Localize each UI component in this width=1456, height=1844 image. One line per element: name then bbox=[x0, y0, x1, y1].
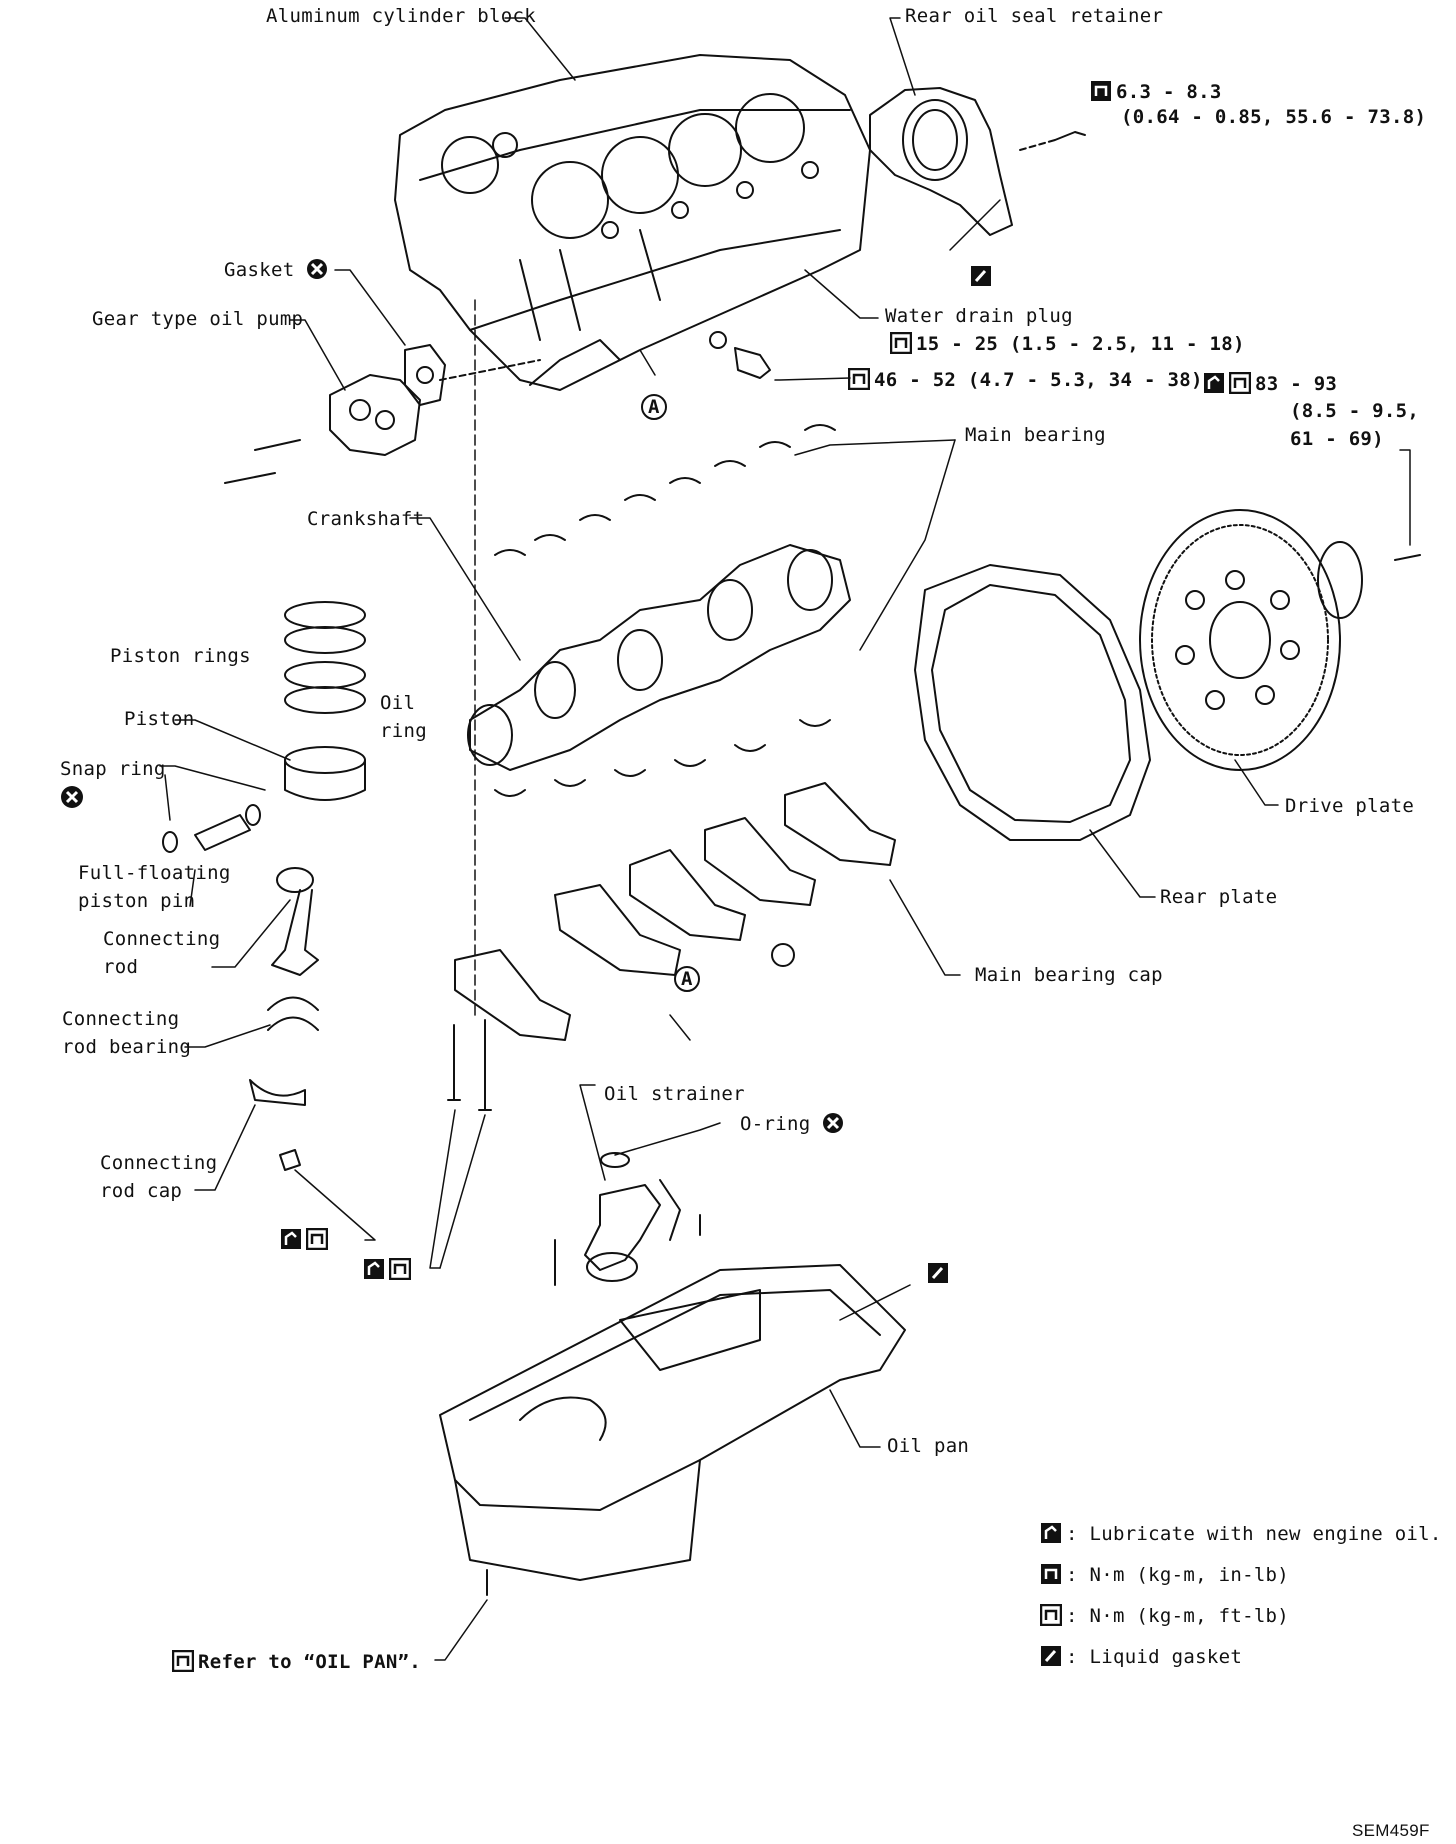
torque-spec-main-cap: 46 - 52 (4.7 - 5.3, 34 - 38) bbox=[847, 367, 1203, 391]
connecting-rod-bolts bbox=[447, 1019, 492, 1111]
torque-spec-drain-plug: 15 - 25 (1.5 - 2.5, 11 - 18) bbox=[889, 331, 1245, 355]
reference-marker-a-cap: A bbox=[673, 965, 701, 998]
main-bearing-lower-row bbox=[494, 719, 831, 797]
label-oil-ring-2: ring bbox=[380, 720, 427, 742]
liquid-gasket-icon bbox=[1040, 1645, 1062, 1667]
torque-ftlb-icon bbox=[889, 331, 913, 355]
rear-plate bbox=[914, 564, 1151, 841]
oil-can-icon bbox=[363, 1258, 385, 1280]
label-oil-pan: Oil pan bbox=[887, 1435, 970, 1457]
label-drive-plate: Drive plate bbox=[1285, 795, 1415, 817]
figure-id: SEM459F bbox=[1352, 1821, 1430, 1840]
torque-ftlb-icon bbox=[388, 1257, 412, 1281]
cylinder-block bbox=[394, 54, 871, 391]
water-drain-plug bbox=[709, 331, 771, 379]
label-snap-ring: Snap ring bbox=[60, 758, 166, 780]
label-piston-rings: Piston rings bbox=[110, 645, 251, 667]
label-piston: Piston bbox=[124, 708, 195, 730]
liquid-gasket-icon bbox=[927, 1262, 949, 1284]
label-main-bearing: Main bearing bbox=[965, 424, 1106, 446]
torque-ftlb-icon bbox=[305, 1227, 329, 1251]
oil-can-icon bbox=[280, 1228, 302, 1250]
label-gasket: Gasket bbox=[224, 258, 332, 281]
legend-item-liquid-gasket: : Liquid gasket bbox=[1040, 1645, 1442, 1668]
label-conrod-cap-2: rod cap bbox=[100, 1180, 183, 1202]
legend-item-torque-inlb: : N·m (kg-m, in-lb) bbox=[1040, 1563, 1442, 1586]
torque-inlb-icon bbox=[1090, 80, 1112, 102]
oil-can-icon bbox=[1203, 372, 1225, 394]
label-conrod-1: Connecting bbox=[103, 928, 221, 950]
torque-ftlb-icon bbox=[171, 1649, 195, 1673]
leader-lines bbox=[159, 17, 1411, 1661]
legend-item-torque-ftlb: : N·m (kg-m, ft-lb) bbox=[1039, 1603, 1442, 1627]
oil-pan-liquid-gasket-mark bbox=[927, 1262, 953, 1285]
replace-part-icon bbox=[60, 785, 83, 808]
reference-marker-a: A bbox=[640, 393, 668, 426]
label-conrod-bearing-1: Connecting bbox=[62, 1008, 180, 1030]
label-oil-ring-1: Oil bbox=[380, 692, 416, 714]
main-bearing-upper-row bbox=[494, 424, 836, 556]
label-rear-plate: Rear plate bbox=[1160, 886, 1278, 908]
label-piston-pin-2: piston pin bbox=[78, 890, 196, 912]
connecting-rod-assembly bbox=[249, 867, 319, 1171]
torque-ftlb-icon bbox=[1228, 371, 1252, 395]
crankshaft bbox=[467, 544, 851, 771]
label-rear-oil-seal-retainer: Rear oil seal retainer bbox=[905, 5, 1164, 27]
label-o-ring: O-ring bbox=[740, 1112, 848, 1135]
label-piston-pin-1: Full-floating bbox=[78, 862, 231, 884]
oil-pump-assembly bbox=[224, 344, 541, 484]
rear-oil-seal-retainer bbox=[869, 87, 1086, 236]
oil-can-icon bbox=[1040, 1522, 1062, 1544]
replace-part-icon bbox=[306, 258, 328, 280]
torque-ftlb-icon bbox=[1039, 1603, 1063, 1627]
label-main-bearing-cap: Main bearing cap bbox=[975, 964, 1163, 986]
liquid-gasket-icon bbox=[970, 265, 992, 287]
torque-spec-drive-plate-kgm: (8.5 - 9.5, bbox=[1290, 400, 1420, 422]
oil-pan bbox=[439, 1264, 906, 1596]
conrod-nut-symbols bbox=[280, 1227, 332, 1251]
torque-inlb-icon bbox=[1040, 1563, 1062, 1585]
drive-plate bbox=[1139, 509, 1421, 771]
label-conrod-2: rod bbox=[103, 956, 139, 978]
refer-oil-pan-note: Refer to “OIL PAN”. bbox=[171, 1649, 421, 1673]
label-cylinder-block: Aluminum cylinder block bbox=[266, 5, 536, 27]
label-oil-strainer: Oil strainer bbox=[604, 1083, 745, 1105]
label-conrod-bearing-2: rod bearing bbox=[62, 1036, 192, 1058]
torque-spec-drive-plate: 83 - 93 bbox=[1203, 371, 1337, 395]
seal-retainer-liquid-gasket-mark bbox=[970, 265, 996, 288]
symbol-legend: : Lubricate with new engine oil. : N·m (… bbox=[1039, 1522, 1442, 1668]
torque-spec-seal-retainer-units: (0.64 - 0.85, 55.6 - 73.8) bbox=[1121, 106, 1427, 128]
label-crankshaft: Crankshaft bbox=[307, 508, 425, 530]
piston-assembly bbox=[162, 601, 366, 853]
torque-ftlb-icon bbox=[847, 367, 871, 391]
torque-spec-drive-plate-ftlb: 61 - 69) bbox=[1290, 428, 1384, 450]
snap-ring-replace-mark bbox=[60, 785, 86, 810]
replace-part-icon bbox=[822, 1112, 844, 1134]
legend-item-lubricate: : Lubricate with new engine oil. bbox=[1040, 1522, 1442, 1545]
label-conrod-cap-1: Connecting bbox=[100, 1152, 218, 1174]
torque-spec-seal-retainer: 6.3 - 8.3 bbox=[1090, 80, 1222, 103]
label-oil-pump: Gear type oil pump bbox=[92, 308, 304, 330]
main-cap-bolt-symbols bbox=[363, 1257, 415, 1281]
main-bearing-caps bbox=[454, 782, 896, 1041]
label-water-drain-plug: Water drain plug bbox=[885, 305, 1073, 327]
oil-strainer bbox=[554, 1152, 701, 1286]
